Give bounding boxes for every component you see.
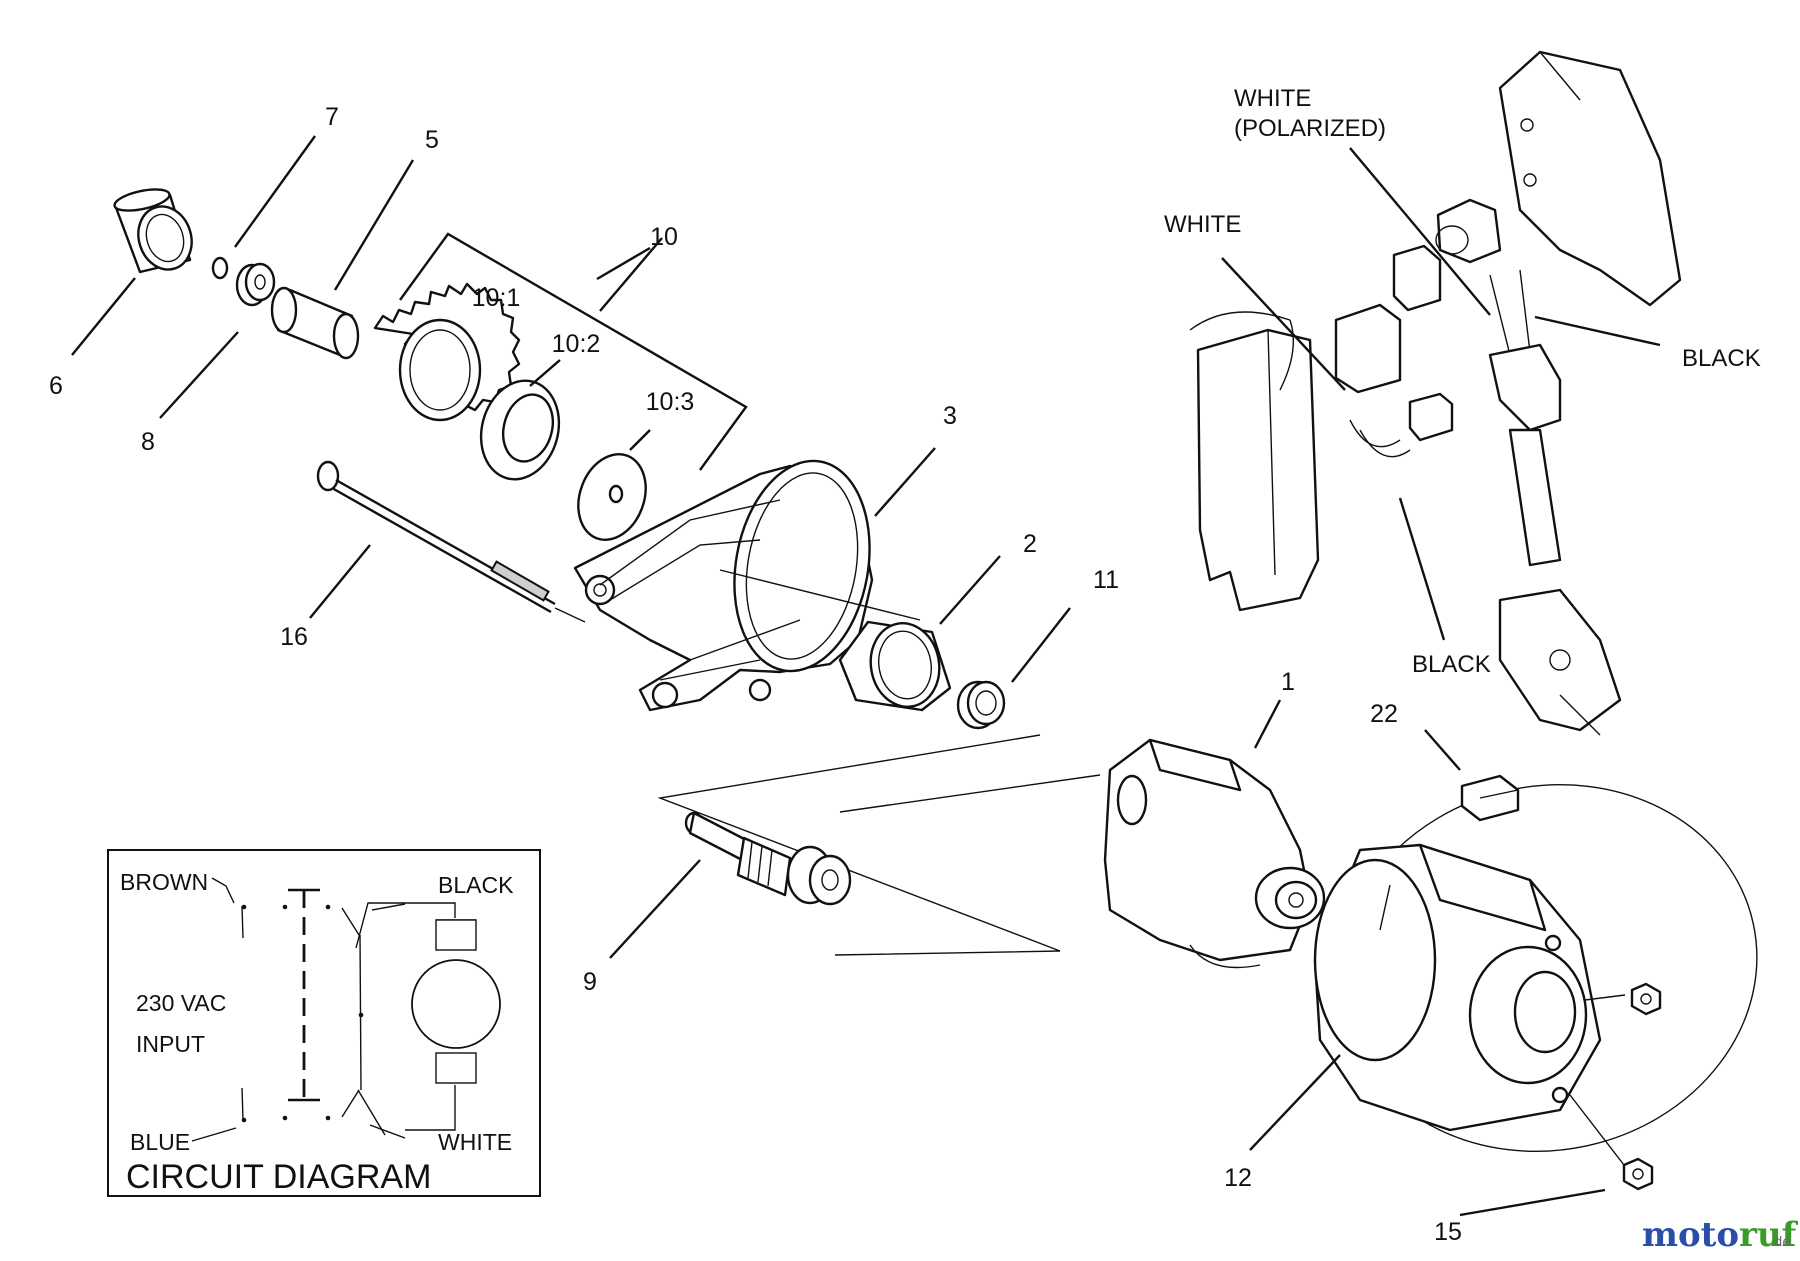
leader-lines	[71, 135, 1661, 1217]
watermark-text-a: moto	[1642, 1215, 1739, 1255]
part-22-block	[1460, 774, 1520, 822]
part-nut-upper	[1630, 982, 1662, 1016]
cover-plate	[1435, 50, 1682, 307]
wire-color-labels: WHITE (POLARIZED) WHITE BLACK BLACK	[1164, 85, 1761, 678]
label-5: 5	[425, 126, 439, 154]
wire-label-white: WHITE	[1164, 211, 1241, 238]
label-22: 22	[1370, 700, 1398, 728]
label-16: 16	[280, 623, 308, 651]
part-1-gearbox	[1103, 738, 1326, 969]
circuit-label-black: BLACK	[438, 872, 514, 898]
part-9-shaft	[657, 734, 1101, 956]
label-3: 3	[943, 402, 957, 430]
part-number-labels: 7 5 10 10:1 10:2 10:3 6 8 3 2 11 16 1 22…	[49, 103, 1462, 1246]
wire-label-black-mid: BLACK	[1412, 651, 1491, 678]
wire-label-polarized: (POLARIZED)	[1234, 115, 1386, 142]
part-10-bracket	[399, 232, 748, 471]
circuit-diagram-title: CIRCUIT DIAGRAM	[126, 1158, 431, 1196]
part-11-bushing	[956, 680, 1006, 730]
circuit-label-white: WHITE	[438, 1129, 512, 1155]
part-3-housing	[573, 459, 921, 712]
label-2: 2	[1023, 530, 1037, 558]
part-16-bolt	[316, 460, 586, 623]
label-10-1: 10:1	[472, 284, 521, 312]
wire-label-black-top: BLACK	[1682, 345, 1761, 372]
part-2-sleeve	[838, 620, 952, 712]
circuit-diagram: BROWN BLACK 230 VAC INPUT BLUE WHITE CIR…	[107, 849, 541, 1197]
part-6-cap	[113, 188, 193, 274]
circuit-label-blue: BLUE	[130, 1129, 190, 1155]
label-11: 11	[1093, 566, 1119, 594]
switch-housing	[1189, 311, 1320, 612]
circuit-label-input-voltage: 230 VAC	[136, 990, 226, 1016]
part-7-ring	[211, 256, 229, 280]
label-12: 12	[1224, 1164, 1252, 1192]
label-6: 6	[49, 372, 63, 400]
circuit-label-brown: BROWN	[120, 869, 208, 895]
part-10-2-washer	[479, 379, 561, 481]
label-10-2: 10:2	[552, 330, 601, 358]
part-15-nut	[1622, 1157, 1654, 1191]
label-9: 9	[583, 968, 597, 996]
watermark-text-b: ruf	[1739, 1215, 1799, 1255]
watermark-logo: motoruf .de	[1642, 1215, 1799, 1255]
label-10: 10	[650, 223, 678, 251]
svg-text:motoruf: motoruf	[1642, 1215, 1799, 1255]
label-8: 8	[141, 428, 155, 456]
power-cord-plug	[1488, 269, 1622, 736]
label-7: 7	[325, 103, 339, 131]
label-1: 1	[1281, 668, 1295, 696]
part-12-motor	[1313, 784, 1758, 1152]
part-8-bearing	[235, 262, 276, 307]
switch-block	[1334, 244, 1454, 458]
label-10-3: 10:3	[646, 388, 695, 416]
part-10-3-washer	[577, 453, 647, 541]
wire-label-white-polarized: WHITE	[1234, 85, 1311, 112]
part-10-1-gear	[373, 282, 521, 422]
circuit-label-input: INPUT	[136, 1031, 205, 1057]
part-5-sleeve	[270, 286, 360, 360]
watermark-suffix: .de	[1770, 1235, 1790, 1250]
label-15: 15	[1434, 1218, 1462, 1246]
